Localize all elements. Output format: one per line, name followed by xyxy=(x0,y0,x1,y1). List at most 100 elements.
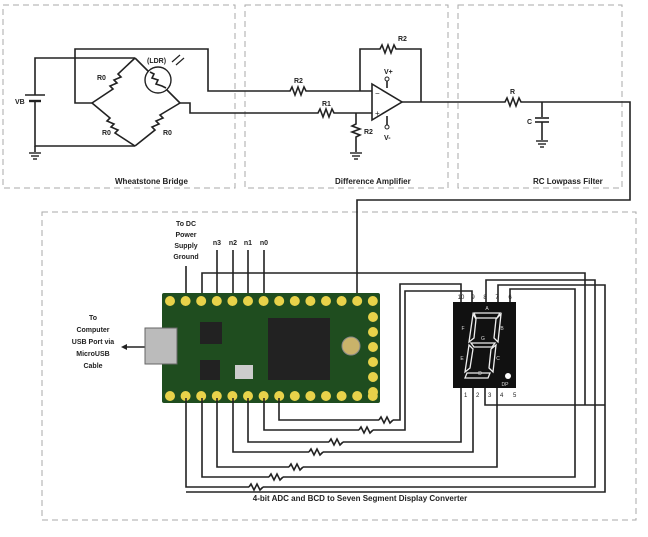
pin-pad xyxy=(196,391,207,401)
rc-filter-title: RC Lowpass Filter xyxy=(533,177,603,186)
resistor-icon xyxy=(288,462,304,472)
teensy-board xyxy=(144,293,380,403)
pin-pad xyxy=(227,391,238,401)
pin-pad xyxy=(165,391,175,401)
svg-text:Power: Power xyxy=(175,232,196,239)
vminus-label: V- xyxy=(384,135,391,142)
wheatstone-bridge: VB (LDR) R0 R0 R0 Wheatstone Bridge xyxy=(15,54,188,186)
pin-pad xyxy=(368,387,378,397)
r0-label: R0 xyxy=(163,130,172,137)
r2-label: R2 xyxy=(364,129,373,136)
difference-amplifier: −+ V+ V- R2 R2 R1 R2 Difference Amplifie… xyxy=(294,36,422,186)
resistor-icon xyxy=(268,472,284,482)
pin-pad xyxy=(352,296,363,306)
segment-label: D xyxy=(478,371,482,377)
pin-pad xyxy=(336,391,347,401)
wheatstone-title: Wheatstone Bridge xyxy=(115,177,188,186)
display-pin-label: 3 xyxy=(488,393,492,399)
vplus-label: V+ xyxy=(384,69,393,76)
pin-pad xyxy=(289,296,300,306)
svg-text:n3: n3 xyxy=(213,240,221,247)
segment-label: E xyxy=(460,356,464,362)
resistor-icon xyxy=(358,425,374,435)
pin-pad xyxy=(368,342,378,352)
resistor-icon xyxy=(248,482,264,492)
wheatstone-box xyxy=(2,4,236,189)
pin-pad xyxy=(352,391,363,401)
svg-text:Cable: Cable xyxy=(83,363,102,370)
pin-pad xyxy=(258,296,269,306)
svg-text:Computer: Computer xyxy=(76,327,109,334)
rc-filter-box xyxy=(457,4,623,189)
pin-pad xyxy=(243,391,253,401)
r-label: R xyxy=(510,89,515,96)
converter-box xyxy=(41,211,637,521)
pin-pad xyxy=(368,327,378,337)
r1-label: R1 xyxy=(322,101,331,108)
svg-text:To DC: To DC xyxy=(176,221,196,228)
display-pin-label: 9 xyxy=(471,295,475,301)
pin-pad xyxy=(305,391,316,401)
pin-pad xyxy=(258,391,269,401)
segment-label: DP xyxy=(502,382,510,388)
svg-text:n2: n2 xyxy=(229,240,237,247)
r0-label: R0 xyxy=(97,75,106,82)
svg-text:Supply: Supply xyxy=(174,243,197,250)
svg-text:n1: n1 xyxy=(244,240,252,247)
display-pin-label: 1 xyxy=(464,393,468,399)
pin-pad xyxy=(196,296,207,306)
pin-pad xyxy=(321,391,331,401)
segment-resistors xyxy=(248,415,394,492)
ldr-label: (LDR) xyxy=(147,58,166,65)
segment-label: G xyxy=(481,336,485,342)
ground-label: To DC Power Supply Ground xyxy=(173,221,198,261)
rc-filter: R C RC Lowpass Filter xyxy=(510,89,603,186)
usb-port-icon xyxy=(144,327,178,365)
segment-label: C xyxy=(496,356,500,362)
svg-text:n0: n0 xyxy=(260,240,268,247)
pin-pad xyxy=(180,296,191,306)
display-pin-label: 5 xyxy=(513,393,517,399)
pin-pad xyxy=(227,296,238,306)
r2-label: R2 xyxy=(294,78,303,85)
converter-title: 4-bit ADC and BCD to Seven Segment Displ… xyxy=(253,494,467,503)
r2-label: R2 xyxy=(398,36,407,43)
c-label: C xyxy=(527,119,532,126)
pin-pad xyxy=(368,312,378,322)
pin-pad xyxy=(165,296,175,306)
usb-label: To Computer USB Port via MicroUSB Cable xyxy=(72,315,115,370)
pin-pad xyxy=(321,296,331,306)
ground-icon xyxy=(28,152,42,160)
svg-text:MicroUSB: MicroUSB xyxy=(76,351,109,358)
pin-pad xyxy=(243,296,253,306)
pin-pad xyxy=(367,296,378,306)
resistor-icon xyxy=(378,415,394,425)
pin-pad xyxy=(305,296,316,306)
svg-text:USB Port via: USB Port via xyxy=(72,339,115,346)
display-pin-label: 4 xyxy=(500,393,504,399)
segment-label: A xyxy=(485,306,489,312)
segment-label: B xyxy=(500,326,504,332)
pin-labels: n3 n2 n1 n0 xyxy=(213,240,268,247)
svg-text:To: To xyxy=(89,315,97,322)
display-pin-label: 2 xyxy=(476,393,480,399)
r0-label: R0 xyxy=(102,130,111,137)
pin-pad xyxy=(211,391,222,401)
pin-pad xyxy=(211,296,222,306)
pin-pad xyxy=(274,296,285,306)
vb-label: VB xyxy=(15,99,25,106)
svg-text:−: − xyxy=(375,89,380,98)
svg-text:Ground: Ground xyxy=(173,254,198,261)
segment-label: F xyxy=(461,326,464,332)
opamp-icon xyxy=(371,82,404,122)
pin-pad xyxy=(274,391,285,401)
resistor-icon xyxy=(308,447,324,457)
pin-pad xyxy=(289,391,300,401)
diff-amp-title: Difference Amplifier xyxy=(335,177,411,186)
pin-pad xyxy=(180,391,191,401)
pin-pad xyxy=(336,296,347,306)
diff-amp-box xyxy=(244,4,449,189)
